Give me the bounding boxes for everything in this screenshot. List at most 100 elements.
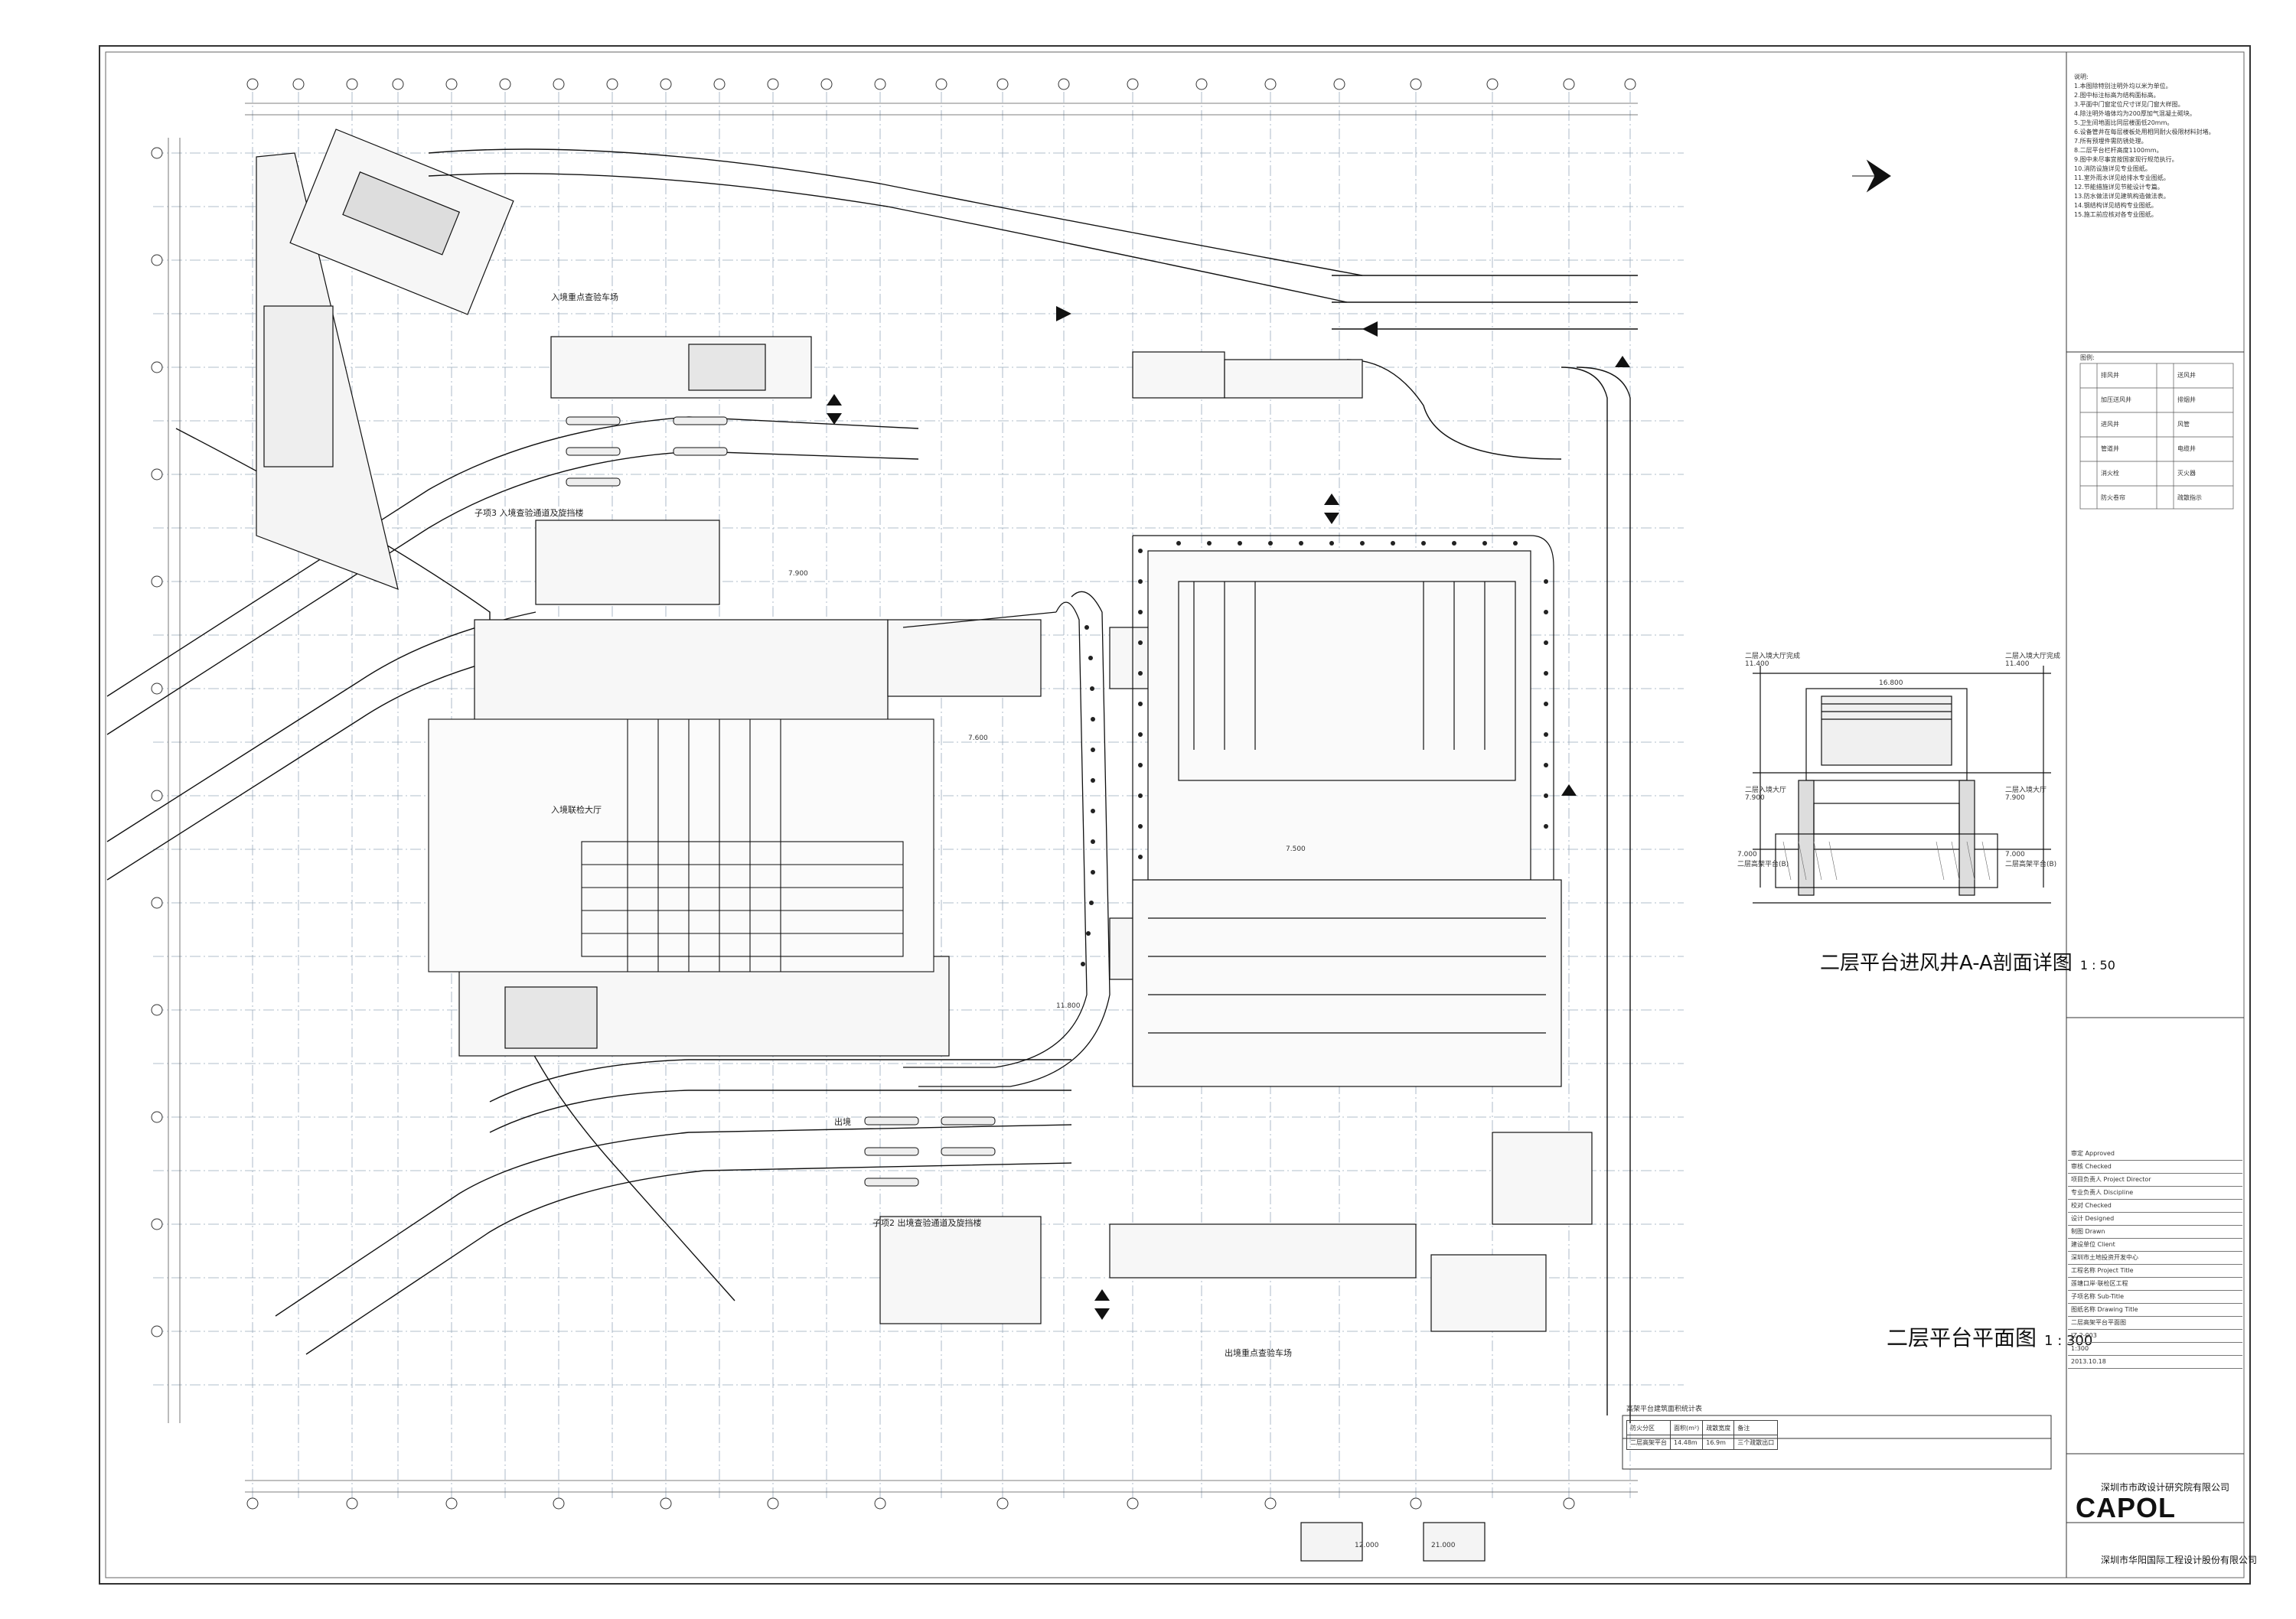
capol-logo: CAPOL [2076,1492,2176,1523]
legend-header: 图例: [2080,354,2095,361]
tb-drawing-name: 二层高架平台平面图 [2068,1317,2242,1330]
stats-table: 防火分区 面积(m²) 疏散宽度 备注 二层高架平台 14.48m 16.9m … [1626,1420,1779,1450]
legend-item: 电缆井 [2177,445,2196,452]
tb-row: 审核 Checked [2068,1161,2242,1174]
stats-cell: 16.9m [1702,1435,1735,1450]
elev-5: 12.000 [1355,1542,1379,1549]
label-inbound-hall: 入境联检大厅 [551,805,602,815]
plan-title-text: 二层平台平面图 [1887,1325,2037,1350]
legend-item: 灭火器 [2177,470,2196,477]
sec-left-mid-elev: 7.900 [1745,794,1765,802]
note-line: 15.施工前应核对各专业图纸。 [2074,211,2157,218]
note-line: 7.所有预埋件需防锈处理。 [2074,138,2148,145]
stats-cell: 三个疏散出口 [1733,1435,1779,1450]
sec-right-low-elev: 7.000 [2005,851,2025,858]
elev-6: 21.000 [1431,1542,1456,1549]
sec-left-top-elev: 11.400 [1745,660,1769,668]
tb-row: 校对 Checked [2068,1200,2242,1213]
note-line: 14.钢结构详见结构专业图纸。 [2074,202,2157,209]
sec-top-elev: 16.800 [1879,679,1903,687]
section-title-text: 二层平台进风井A-A剖面详图 [1820,952,2073,975]
plan-scale: 1 : 300 [2044,1333,2093,1349]
label-bridge-outbound: 子项2 出境查验通道及旋挡楼 [872,1218,982,1228]
legend-item: 管道井 [2101,445,2119,452]
elev-3: 7.500 [1286,845,1306,853]
notes-header: 说明: [2074,73,2089,80]
sec-right-top-elev: 11.400 [2005,660,2030,668]
note-line: 1.本图除特别注明外均以米为单位。 [2074,83,2172,90]
sec-right-low-text: 二层高架平台(B) [2005,861,2057,868]
legend-item: 防火卷帘 [2101,494,2125,501]
label-bridge-inbound: 子项3 入境查验通道及旋挡楼 [475,508,584,518]
tb-row: 图纸名称 Drawing Title [2068,1304,2242,1317]
note-line: 6.设备管井在每层楼板处用相同耐火极限材料封堵。 [2074,129,2215,135]
legend-item: 排烟井 [2177,396,2196,403]
label-outbound-check: 出境重点查验车场 [1225,1348,1292,1358]
sec-right-top-text: 二层入境大厅完成 [2005,653,2061,660]
company-top: 深圳市市政设计研究院有限公司 [2101,1482,2230,1493]
stats-row: 二层高架平台 14.48m 16.9m 三个疏散出口 [1626,1435,1779,1450]
stats-header-cell: 备注 [1733,1420,1779,1435]
company-bottom: 深圳市华阳国际工程设计股份有限公司 [2101,1555,2258,1565]
legend-item: 送风井 [2177,372,2196,379]
label-exit: 出境 [834,1117,851,1127]
tb-row: 审定 Approved [2068,1148,2242,1161]
tb-row: 工程名称 Project Title [2068,1265,2242,1278]
tb-project: 深圳市土地投资开发中心 [2068,1252,2242,1265]
stats-header-cell: 防火分区 [1626,1420,1671,1435]
tb-row: 专业负责人 Discipline [2068,1187,2242,1200]
tb-row: 设计 Designed [2068,1213,2242,1226]
plan-title: 二层平台平面图 1 : 300 [1887,1321,2092,1352]
note-line: 13.防水做法详见建筑构造做法表。 [2074,193,2170,200]
elev-2: 7.600 [968,735,988,742]
note-line: 12.节能措施详见节能设计专篇。 [2074,184,2164,191]
sec-right-low: 7.000 二层高架平台(B) [2005,851,2056,868]
stats-cell: 14.48m [1669,1435,1704,1450]
legend-item: 风管 [2177,421,2190,428]
title-block: 审定 Approved 审核 Checked 项目负责人 Project Dir… [2068,1148,2242,1369]
sec-right-mid-elev: 7.900 [2005,794,2025,802]
note-line: 11.室外雨水详见给排水专业图纸。 [2074,174,2170,181]
note-line: 8.二层平台栏杆高度1100mm。 [2074,147,2163,154]
stats-header-row: 防火分区 面积(m²) 疏散宽度 备注 [1626,1420,1779,1435]
legend-item: 排风井 [2101,372,2119,379]
sec-right-mid-text: 二层入境大厅 [2005,787,2047,794]
note-line: 9.图中未尽事宜按国家现行规范执行。 [2074,156,2178,163]
tb-row: 制图 Drawn [2068,1226,2242,1239]
note-line: 3.平面中门窗定位尺寸详见门窗大样图。 [2074,101,2184,108]
sec-left-mid-text: 二层入境大厅 [1745,787,1787,794]
tb-drawing-no: JZ-2-003 [2068,1330,2242,1343]
elev-4: 11.800 [1056,1002,1081,1010]
elev-1: 7.900 [788,570,808,578]
tb-subproject: 莲塘口岸·联检区工程 [2068,1278,2242,1291]
legend-item: 消火栓 [2101,470,2119,477]
stats-cell: 二层高架平台 [1626,1435,1671,1450]
section-scale: 1 : 50 [2079,958,2115,972]
tb-row: 子项名称 Sub-Title [2068,1291,2242,1304]
section-title: 二层平台进风井A-A剖面详图 1 : 50 [1820,947,2115,976]
sec-left-low-elev: 7.000 [1737,851,1757,858]
legend-item: 进风井 [2101,421,2119,428]
tb-date: 2013.10.18 [2068,1356,2242,1369]
tb-row: 建设单位 Client [2068,1239,2242,1252]
note-line: 2.图中标注标高为结构面标高。 [2074,92,2160,99]
sec-left-top-text: 二层入境大厅完成 [1745,653,1801,660]
tb-row: 项目负责人 Project Director [2068,1174,2242,1187]
stats-title: 高架平台建筑面积统计表 [1626,1406,1703,1413]
note-line: 4.除注明外墙体均为200厚加气混凝土砌块。 [2074,110,2196,117]
sec-left-low-text: 二层高架平台(B) [1737,861,1789,868]
stats-header-cell: 面积(m²) [1669,1420,1704,1435]
tb-scale: 1:300 [2068,1343,2242,1356]
legend-item: 加压送风井 [2101,396,2131,403]
legend-item: 疏散指示 [2177,494,2202,501]
notes-block: 说明: 1.本图除特别注明外均以米为单位。 2.图中标注标高为结构面标高。 3.… [2074,73,2239,220]
note-line: 5.卫生间地面比同层楼面低20mm。 [2074,119,2174,126]
label-inbound-check: 入境重点查验车场 [551,292,618,302]
sec-left-low: 7.000 二层高架平台(B) [1737,851,1789,868]
